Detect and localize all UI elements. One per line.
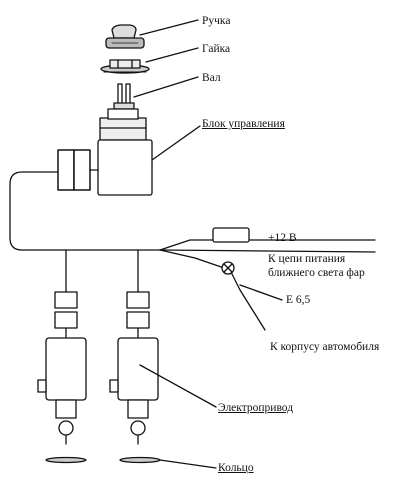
handle-part — [105, 24, 145, 49]
label-power-circuit-1: К цепи питания — [268, 253, 346, 265]
label-handle: Ручка — [202, 15, 231, 27]
shaft-part — [113, 83, 135, 110]
label-ground: К корпусу автомобиля — [270, 341, 380, 353]
label-plus12v: +12 В — [268, 232, 297, 244]
label-nut: Гайка — [202, 43, 231, 55]
label-actuator: Электропривод — [218, 402, 294, 414]
wire-loop — [9, 171, 161, 251]
fuse-box — [212, 227, 250, 243]
label-ring: Кольцо — [218, 462, 254, 474]
label-shaft: Вал — [202, 72, 221, 84]
control-unit-part — [57, 108, 153, 196]
left-actuator — [37, 249, 87, 464]
right-actuator — [109, 249, 161, 464]
label-control-unit: Блок управления — [202, 118, 285, 130]
label-e65: Е 6,5 — [286, 294, 311, 306]
nut-part — [100, 59, 150, 74]
label-power-circuit-2: ближнего света фар — [268, 267, 365, 279]
